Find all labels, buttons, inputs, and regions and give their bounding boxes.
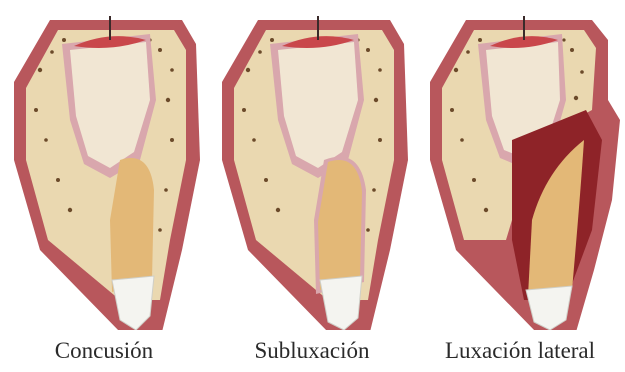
panel-lateral-luxation: Luxación lateral <box>416 0 624 372</box>
lateral-luxation-illustration <box>416 0 624 330</box>
panel-concussion: Concusión <box>0 0 208 372</box>
concussion-illustration <box>0 0 208 330</box>
caption-concussion: Concusión <box>0 338 208 364</box>
panel-subluxation: Subluxación <box>208 0 416 372</box>
subluxation-illustration <box>208 0 416 330</box>
caption-lateral-luxation: Luxación lateral <box>416 338 624 364</box>
caption-subluxation: Subluxación <box>208 338 416 364</box>
